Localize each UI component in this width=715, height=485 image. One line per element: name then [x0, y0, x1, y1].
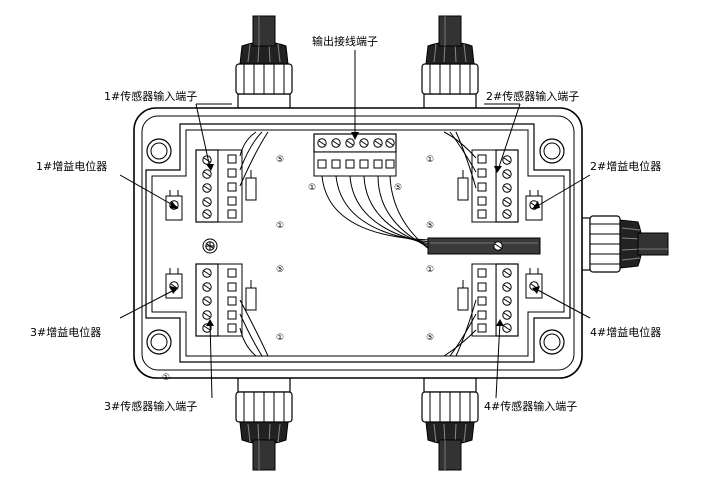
label-sensor3-terminal: 3#传感器输入端子 [104, 399, 197, 413]
label-pot3: 3#增益电位器 [30, 325, 101, 339]
cable-gland-right-output [575, 215, 669, 273]
components-sensor3 [245, 280, 257, 311]
cable-gland-top-right [421, 15, 479, 109]
cable-gland-top-left [235, 15, 293, 109]
pin-marker-s1-one: ① [276, 221, 284, 231]
pin-marker-corner-one: ① [162, 373, 170, 383]
pin-marker-s4-one: ① [426, 265, 434, 275]
cable-gland-bottom-left [235, 377, 293, 471]
leader-lines [119, 50, 591, 399]
pin-marker-s3-one: ① [276, 333, 284, 343]
label-pot2: 2#增益电位器 [590, 159, 661, 173]
components-sensor4 [457, 280, 469, 311]
gain-pot-4 [525, 268, 543, 299]
pin-marker-s4-five: ⑤ [426, 333, 434, 343]
label-sensor4-terminal: 4#传感器输入端子 [484, 399, 577, 413]
components-sensor1 [245, 170, 257, 201]
cable-gland-bottom-right [421, 377, 479, 471]
mounting-hole-top-right [539, 138, 565, 164]
label-pot4: 4#增益电位器 [590, 325, 661, 339]
label-sensor1-terminal: 1#传感器输入端子 [104, 89, 197, 103]
pin-marker-out-one: ① [308, 183, 316, 193]
terminal-block-sensor3 [195, 263, 243, 337]
mounting-hole-top-left [146, 138, 172, 164]
pin-marker-s2-five: ⑤ [426, 221, 434, 231]
pin-marker-s3-five: ⑤ [276, 265, 284, 275]
mounting-hole-bottom-left [146, 329, 172, 355]
terminal-block-sensor2 [471, 149, 519, 223]
pin-marker-s2-one: ① [426, 155, 434, 165]
pin-marker-s1-five: ⑤ [276, 155, 284, 165]
label-output-terminal: 输出接线端子 [312, 34, 378, 48]
center-screw-cross [202, 238, 218, 254]
label-sensor2-terminal: 2#传感器输入端子 [486, 89, 579, 103]
pin-marker-out-five: ⑤ [394, 183, 402, 193]
terminal-block-sensor4 [471, 263, 519, 337]
output-cable [427, 237, 541, 255]
terminal-block-sensor1 [195, 149, 243, 223]
mounting-hole-bottom-right [539, 329, 565, 355]
label-pot1: 1#增益电位器 [36, 159, 107, 173]
output-terminal-block [313, 133, 397, 177]
sensor-wires [239, 131, 477, 357]
output-wires [321, 175, 431, 251]
components-sensor2 [457, 170, 469, 201]
